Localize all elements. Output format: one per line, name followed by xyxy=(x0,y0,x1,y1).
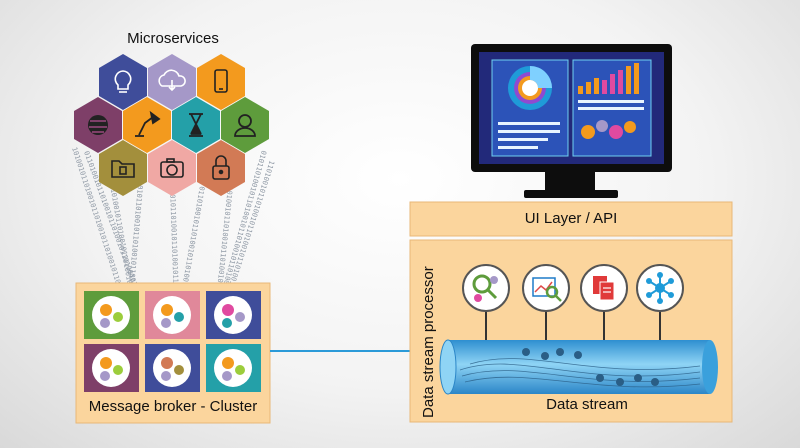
bar-graph-icon xyxy=(578,63,639,94)
microservices-title: Microservices xyxy=(127,30,219,47)
cloud-download-icon xyxy=(158,69,186,92)
hexagon-folder xyxy=(99,140,147,196)
hexagon-user xyxy=(221,97,269,153)
lightbulb-icon xyxy=(114,70,132,93)
broker-tiles xyxy=(84,291,261,392)
hexagon-lamp xyxy=(123,97,171,153)
folder-icon xyxy=(111,160,135,178)
smartphone-icon xyxy=(214,69,228,93)
hexagon-hourglass xyxy=(172,97,220,153)
data-stream-processor-panel xyxy=(409,239,733,423)
hexagon-cloud xyxy=(148,54,196,110)
hourglass-icon xyxy=(189,113,203,137)
gears-icon xyxy=(581,120,636,139)
hexagon-padlock xyxy=(197,140,245,196)
globe-icon xyxy=(88,115,108,135)
hexagon-phone xyxy=(197,54,245,110)
broker-tile xyxy=(84,344,139,392)
documents-icon xyxy=(580,264,628,312)
hexagon-lightbulb xyxy=(99,54,147,110)
microservices-cluster xyxy=(74,54,269,196)
hexagon-globe xyxy=(74,97,122,153)
processor-icons xyxy=(462,264,684,340)
network-hub-icon xyxy=(636,264,684,312)
ui-layer-panel xyxy=(409,201,733,237)
hexagon-camera xyxy=(148,140,196,196)
ui-layer-title: UI Layer / API xyxy=(524,210,618,227)
data-stream-title: Data stream xyxy=(546,396,628,413)
broker-tile xyxy=(145,344,200,392)
broker-tile xyxy=(206,344,261,392)
donut-chart-icon xyxy=(508,66,552,110)
broker-tile xyxy=(84,291,139,339)
message-broker-title: Message broker - Cluster xyxy=(88,398,258,415)
monitor xyxy=(471,44,672,198)
broker-tile xyxy=(206,291,261,339)
chart-search-icon xyxy=(522,264,570,312)
desk-lamp-icon xyxy=(135,110,161,137)
user-icon xyxy=(234,114,256,137)
data-stream-pipe xyxy=(439,339,718,395)
broker-tile xyxy=(145,291,200,339)
data-stream-processor-title: Data stream processor xyxy=(420,266,437,418)
camera-icon xyxy=(160,158,184,178)
padlock-icon xyxy=(212,155,230,180)
search-gears-icon xyxy=(462,264,510,312)
